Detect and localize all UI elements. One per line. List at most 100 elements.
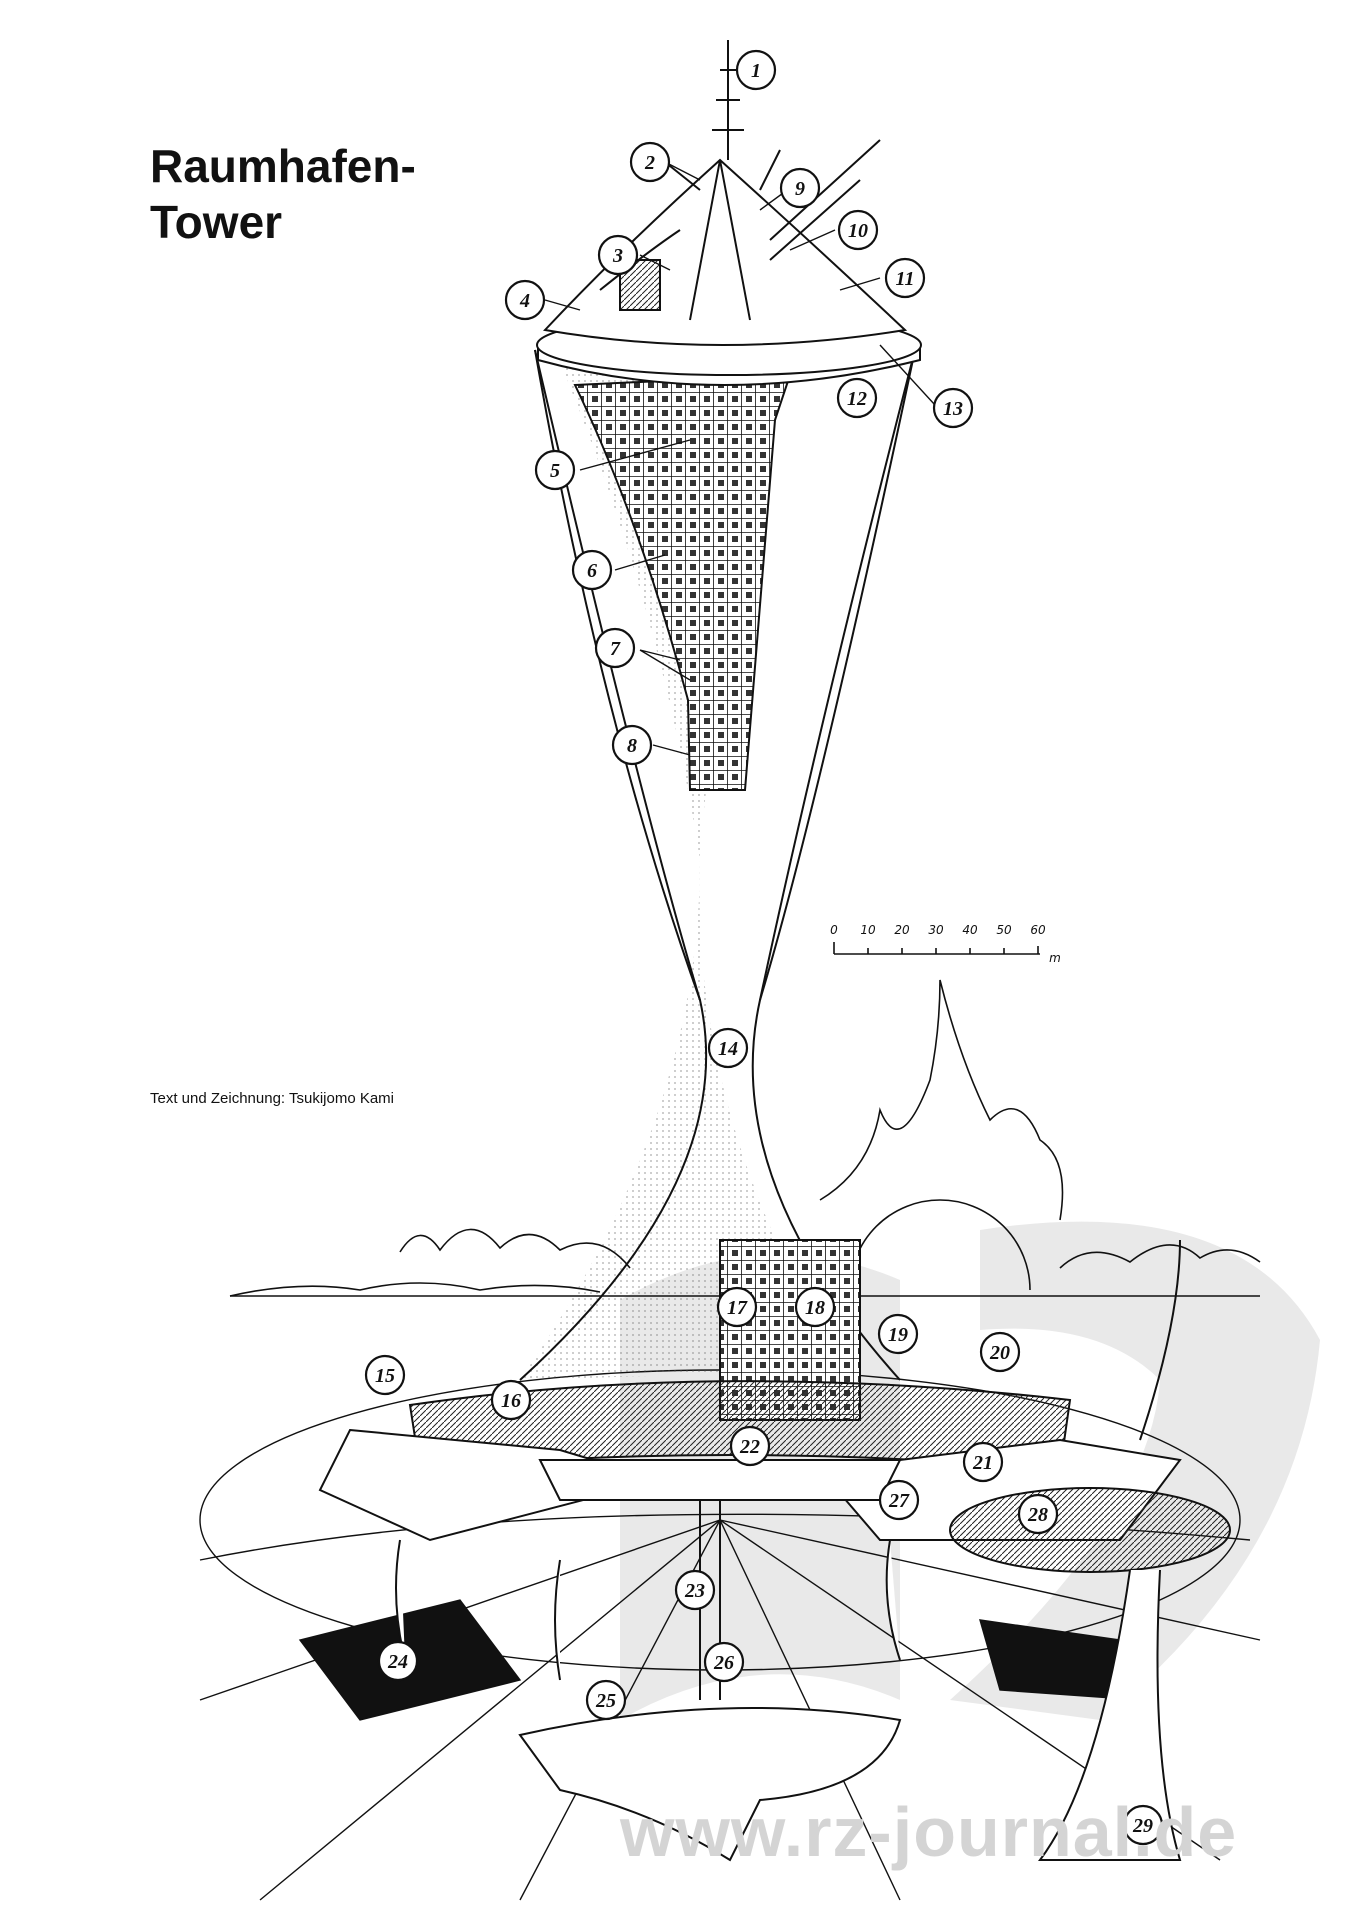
callout-marker (979, 1331, 1021, 1373)
callout-marker (884, 257, 926, 299)
callout-marker (836, 377, 878, 419)
scale-bar-tick-label: 60 (1030, 923, 1046, 937)
callout-marker (932, 387, 974, 429)
scale-bar-tick-label: 40 (962, 923, 978, 937)
callout-number: 15 (375, 1365, 395, 1387)
callout-number: 24 (387, 1651, 408, 1673)
callout-marker (779, 167, 821, 209)
callout-4: 4 (504, 279, 546, 321)
callout-7: 7 (594, 627, 636, 669)
callout-marker (585, 1679, 627, 1721)
callout-number: 19 (888, 1324, 908, 1346)
callout-number: 20 (989, 1342, 1010, 1364)
callout-number: 11 (896, 268, 915, 290)
callout-19: 19 (877, 1313, 919, 1355)
callout-number: 7 (610, 638, 621, 660)
callout-marker (1017, 1493, 1059, 1535)
tower-cone (542, 158, 908, 346)
callout-21: 21 (962, 1441, 1004, 1483)
callout-number: 12 (847, 388, 867, 410)
callout-number: 1 (751, 60, 761, 82)
callout-25: 25 (585, 1679, 627, 1721)
callout-17: 17 (716, 1286, 758, 1328)
callout-18: 18 (794, 1286, 836, 1328)
tower-base (318, 1239, 1231, 1862)
callout-marker (571, 549, 613, 591)
callout-number: 6 (587, 560, 597, 582)
callout-24: 24 (377, 1640, 419, 1682)
callout-number: 29 (1132, 1815, 1153, 1837)
callout-number: 23 (684, 1580, 705, 1602)
callout-number: 27 (888, 1490, 910, 1512)
callout-23: 23 (674, 1569, 716, 1611)
callout-number: 26 (713, 1652, 734, 1674)
callout-8: 8 (611, 724, 653, 766)
callout-marker (597, 234, 639, 276)
page-title-line1: Raumhafen- (150, 140, 416, 192)
callout-number: 13 (943, 398, 963, 420)
callout-marker (962, 1441, 1004, 1483)
tower-cutaway (573, 373, 792, 791)
callout-14: 14 (707, 1027, 749, 1069)
callout-11: 11 (884, 257, 926, 299)
callout-number: 14 (718, 1038, 738, 1060)
callout-number: 2 (644, 152, 655, 174)
watermark-url: www.rz-journal.de (620, 1793, 1238, 1871)
callout-marker (364, 1354, 406, 1396)
callout-2: 2 (629, 141, 671, 183)
scale-bar: m 0 10 20 30 40 50 60 (830, 923, 1061, 965)
scale-bar-tick-label: 30 (928, 923, 944, 937)
callout-number: 17 (727, 1297, 748, 1319)
credit-line: Text und Zeichnung: Tsukijomo Kami (150, 1090, 395, 1107)
callout-marker (837, 209, 879, 251)
callout-20: 20 (979, 1331, 1021, 1373)
callout-marker (703, 1641, 745, 1683)
callout-number: 18 (805, 1297, 825, 1319)
callout-marker (735, 49, 777, 91)
callout-marker (674, 1569, 716, 1611)
callout-6: 6 (571, 549, 613, 591)
scale-bar-tick-label: 10 (860, 923, 876, 937)
callout-marker (1122, 1804, 1164, 1846)
callout-marker (504, 279, 546, 321)
callout-marker (794, 1286, 836, 1328)
callout-1: 1 (735, 49, 777, 91)
page-title: Raumhafen- Tower (150, 138, 416, 250)
callout-number: 25 (595, 1690, 616, 1712)
callout-marker (729, 1425, 771, 1467)
callout-number: 3 (612, 245, 623, 267)
page-title-line2: Tower (150, 196, 283, 248)
scale-bar-tick-label: 0 (830, 923, 838, 937)
callout-number: 21 (972, 1452, 993, 1474)
callout-10: 10 (837, 209, 879, 251)
callout-number: 10 (848, 220, 868, 242)
callout-marker (629, 141, 671, 183)
scale-bar-tick-label: 50 (996, 923, 1012, 937)
callout-27: 27 (878, 1479, 920, 1521)
callout-13: 13 (932, 387, 974, 429)
callout-number: 8 (627, 735, 637, 757)
callout-marker (707, 1027, 749, 1069)
callout-16: 16 (490, 1379, 532, 1421)
callout-marker (877, 1313, 919, 1355)
callout-15: 15 (364, 1354, 406, 1396)
callout-marker (377, 1640, 419, 1682)
callout-marker (878, 1479, 920, 1521)
callout-22: 22 (729, 1425, 771, 1467)
callout-marker (534, 449, 576, 491)
callout-28: 28 (1017, 1493, 1059, 1535)
callout-marker (594, 627, 636, 669)
callout-9: 9 (779, 167, 821, 209)
scale-bar-tick-label: 20 (894, 923, 910, 937)
callout-number: 16 (501, 1390, 521, 1412)
callout-marker (490, 1379, 532, 1421)
callout-number: 22 (739, 1436, 760, 1458)
scale-bar-unit: m (1049, 951, 1061, 965)
callout-number: 4 (519, 290, 530, 312)
tower-antenna (649, 40, 881, 261)
callout-12: 12 (836, 377, 878, 419)
callout-29: 29 (1122, 1804, 1164, 1846)
callout-26: 26 (703, 1641, 745, 1683)
